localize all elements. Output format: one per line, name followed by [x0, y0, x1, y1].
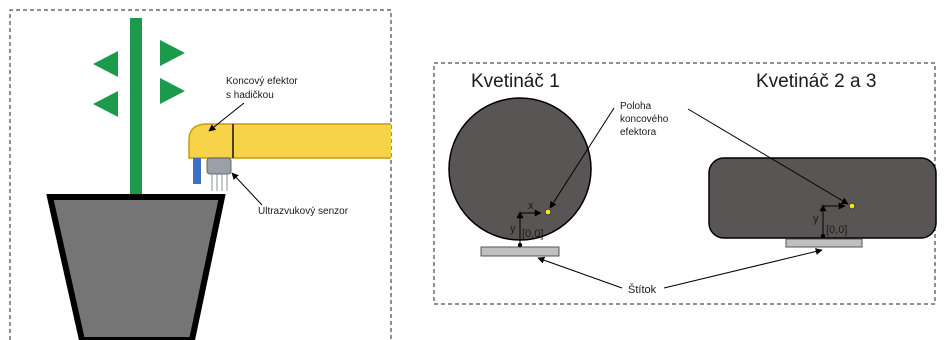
pot23-effector-dot: [848, 202, 856, 210]
right-panel: Kvetináč 1 Kvetináč 2 a 3 x y [0,0] y [0…: [433, 62, 937, 305]
effector-label-line1: Koncový efektor: [226, 76, 298, 87]
pot23-title: Kvetináč 2 a 3: [756, 71, 876, 92]
sensor-arrow: [231, 172, 263, 206]
ultrasonic-sensor: [206, 157, 232, 175]
position-label-line1: Poloha: [620, 101, 652, 112]
position-arrow-pot23: [687, 108, 849, 205]
position-label-line3: efektora: [620, 127, 657, 138]
pot1-origin-dot: [517, 242, 523, 248]
flower-pot: [46, 194, 226, 340]
pot1-title: Kvetináč 1: [471, 71, 560, 92]
pot23-tag: [785, 238, 863, 248]
tag-label: Štítok: [628, 283, 657, 296]
left-panel: Koncový efektor s hadičkou Ultrazvukový …: [9, 9, 392, 340]
sensor-label: Ultrazvukový senzor: [258, 206, 349, 217]
leaf-left-bottom: [93, 91, 118, 117]
leaf-right-bottom: [160, 78, 185, 104]
effector-arrow: [208, 102, 245, 132]
tag-arrow-pot1: [537, 256, 623, 289]
pot1-axis-y-label: y: [510, 223, 516, 235]
pot1-tag: [480, 246, 560, 257]
sensor-pins: [211, 174, 228, 191]
pot1-axis-x-label: x: [528, 200, 534, 212]
pot23-origin-label: [0,0]: [826, 224, 847, 236]
watering-tube: [193, 158, 201, 184]
pot1-origin-label: [0,0]: [522, 228, 543, 240]
leaf-right-top: [160, 40, 185, 66]
plant-stem: [130, 18, 142, 196]
pot23-origin-dot: [820, 233, 826, 239]
leaf-left-top: [93, 51, 118, 77]
pot1-effector-dot: [544, 208, 552, 216]
arm-body: [188, 123, 391, 159]
position-label-line2: koncového: [620, 114, 669, 125]
pot23-axis-y-label: y: [813, 213, 819, 225]
position-arrow-pot1: [549, 107, 615, 209]
tag-arrow-pot23: [663, 248, 823, 289]
effector-label-line2: s hadičkou: [226, 90, 274, 101]
left-panel-border: [9, 9, 392, 340]
